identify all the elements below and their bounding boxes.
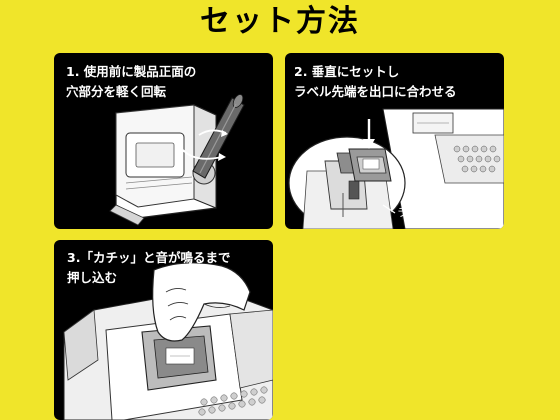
step-card-2: 2. 垂直にセットし ラベル先端を出口に合わせる	[285, 53, 504, 229]
label-exit-callout: ラベル出口	[397, 206, 450, 219]
hand-icon	[152, 262, 251, 342]
page-title: セット方法	[200, 4, 360, 39]
label-printer-icon	[382, 108, 504, 229]
step-3-caption-line-2: 押し込む	[67, 270, 118, 285]
step-3-caption: 3.「カチッ」と音が鳴るまで 押し込む	[67, 248, 272, 288]
step-1-caption-line-2: 穴部分を軽く回転	[66, 84, 167, 99]
step-2-caption-line-2: ラベル先端を出口に合わせる	[294, 84, 457, 99]
step-card-1: 1. 使用前に製品正面の 穴部分を軽く回転	[54, 53, 273, 229]
step-1-caption-line-1: 1. 使用前に製品正面の	[66, 64, 197, 79]
step-3-illustration	[63, 262, 273, 420]
magnifier-circle	[288, 136, 406, 229]
down-arrow-icon	[363, 119, 375, 149]
step-2-caption-line-1: 2. 垂直にセットし	[294, 64, 400, 79]
cartridge-icon	[141, 325, 217, 391]
step-card-3: 3.「カチッ」と音が鳴るまで 押し込む	[54, 240, 273, 420]
callout-leader-line	[382, 204, 396, 214]
step-3-caption-line-1: 3.「カチッ」と音が鳴るまで	[67, 250, 231, 265]
step-1-caption: 1. 使用前に製品正面の 穴部分を軽く回転	[66, 62, 271, 102]
rotate-arrow-icon	[181, 129, 228, 161]
cartridge-icon	[109, 104, 217, 226]
cartridge-icon	[348, 148, 392, 182]
step-1-illustration	[109, 94, 245, 226]
step-2-illustration: ラベル出口	[288, 108, 504, 229]
step-2-caption: 2. 垂直にセットし ラベル先端を出口に合わせる	[294, 62, 499, 102]
